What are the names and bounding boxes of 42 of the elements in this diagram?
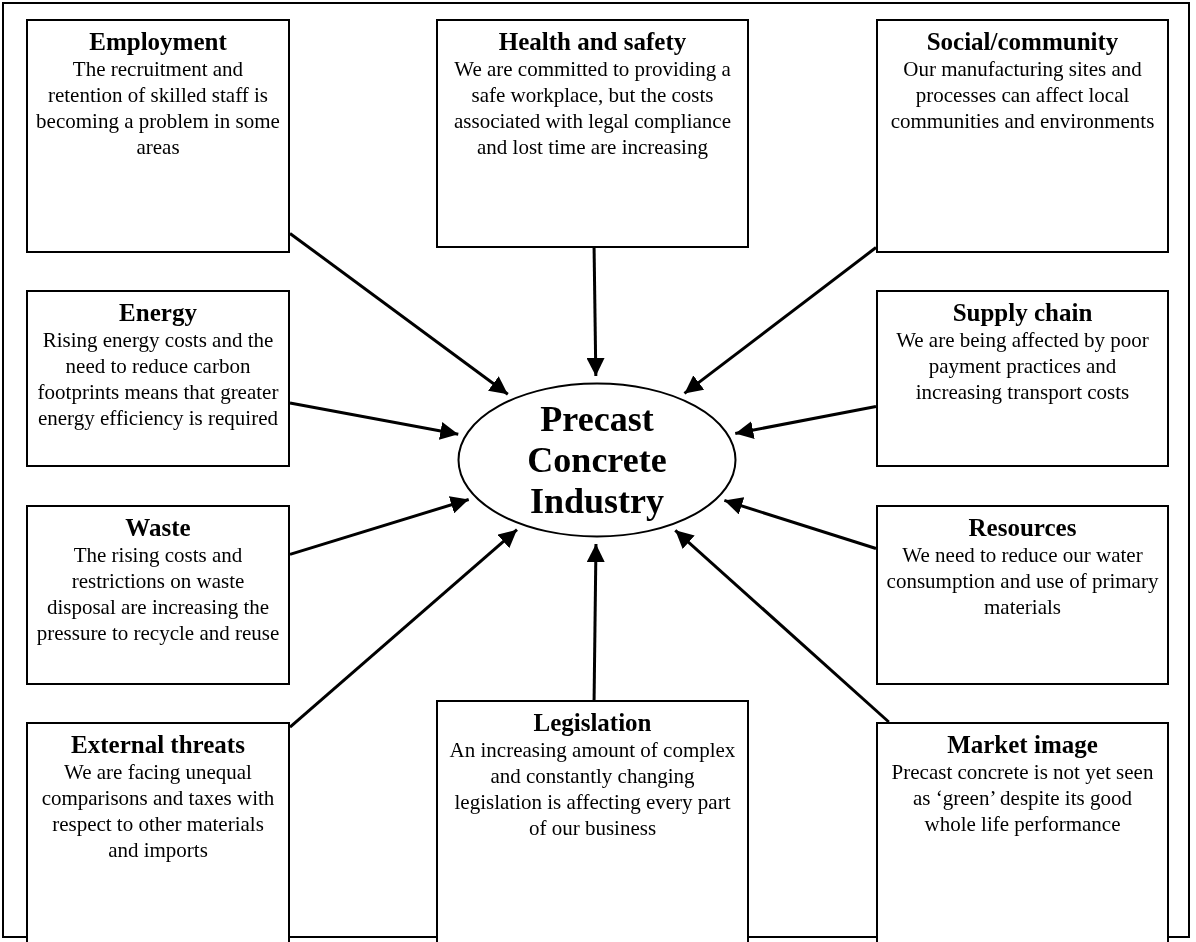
topic-heading: Energy — [119, 298, 197, 327]
topic-heading: External threats — [71, 730, 245, 759]
arrow — [586, 247, 605, 377]
topic-heading: Supply chain — [952, 298, 1093, 327]
topic-heading: Resources — [968, 513, 1077, 542]
topic-heading: Health and safety — [498, 27, 687, 56]
topic-box — [436, 19, 749, 248]
topic-description: We are committed to providing a safe workplace, but the costs associated with legal compliance and lost time are increasing — [453, 56, 732, 160]
topic-box — [876, 290, 1169, 467]
topic-heading: Market image — [947, 730, 1098, 759]
topic-box — [876, 505, 1169, 685]
topic-box — [26, 290, 290, 467]
arrow — [289, 401, 459, 440]
topic-heading: Social/community — [926, 27, 1119, 56]
topic-description: Precast concrete is not yet seen as ‘green’ despite its good whole life performance — [890, 759, 1155, 837]
center-title: Precast Concrete Industry — [526, 398, 668, 522]
topic-description: The rising costs and restrictions on waste disposal are increasing the pressure to recycle and reuse — [36, 542, 280, 646]
topic-heading: Legislation — [533, 708, 652, 737]
topic-description: We need to reduce our water consumption and use of primary materials — [886, 542, 1159, 620]
arrow — [289, 232, 509, 396]
topic-box — [876, 722, 1169, 942]
topic-description: Rising energy costs and the need to reduce carbon footprints means that greater energy efficiency is required — [36, 327, 280, 431]
topic-box — [26, 505, 290, 685]
topic-description: We are facing unequal comparisons and taxes with respect to other materials and imports — [40, 759, 276, 863]
arrow — [289, 496, 470, 556]
arrow — [586, 544, 605, 700]
arrow — [735, 405, 877, 439]
arrow — [674, 529, 890, 724]
topic-heading: Employment — [89, 27, 227, 56]
topic-heading: Waste — [125, 513, 191, 542]
arrow — [723, 497, 877, 550]
topic-box — [26, 19, 290, 253]
topic-description: We are being affected by poor payment practices and increasing transport costs — [895, 327, 1150, 405]
topic-description: Our manufacturing sites and processes can affect local communities and environments — [889, 56, 1156, 134]
central-ellipse — [457, 382, 737, 538]
arrow — [683, 246, 877, 395]
arrow — [289, 528, 518, 729]
topic-box — [876, 19, 1169, 253]
topic-box — [26, 722, 290, 942]
topic-description: The recruitment and retention of skilled staff is becoming a problem in some areas — [36, 56, 280, 160]
topic-box — [436, 700, 749, 942]
topic-description: An increasing amount of complex and constantly changing legislation is affecting every part of our business — [448, 737, 737, 841]
